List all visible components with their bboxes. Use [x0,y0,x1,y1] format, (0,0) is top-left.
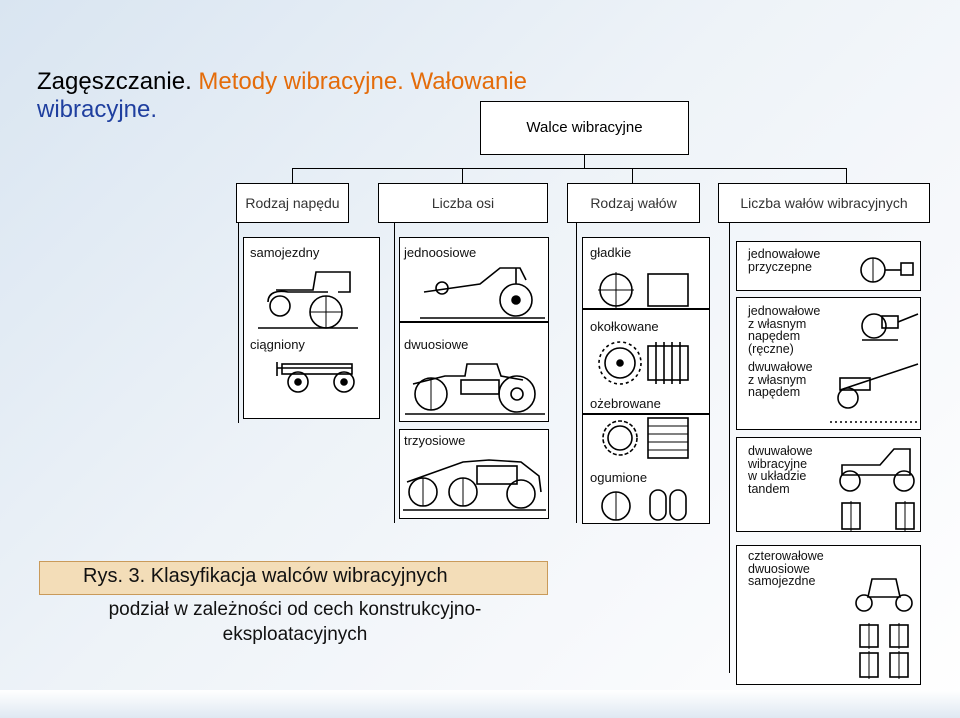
label-padfoot: okołkowane [590,319,659,334]
category-vibro-count: Liczba wałów wibracyjnych [718,183,930,223]
single-towed-vibro-sketch [860,257,914,283]
category-drive: Rodzaj napędu [236,183,349,223]
label-single-self: jednowałowe z własnym napędem (ręczne) [748,304,821,356]
label-double-axle: dwuosiowe [404,337,469,352]
figure-caption: Rys. 3. Klasyfikacja walców wibracyjnych [83,565,448,587]
towed-roller-sketch [276,362,355,393]
label-single-axle: jednoosiowe [404,245,477,260]
root-box: Walce wibracyjne [480,101,689,155]
category-rollers: Rodzaj wałów [567,183,700,223]
self-propelled-roller-sketch [258,271,358,329]
padfoot-drum-sketch [598,341,689,385]
category-axles: Liczba osi [378,183,548,223]
wire-rollers [576,223,577,523]
label-smooth: gładkie [590,245,632,260]
wire-cat-4 [846,168,847,183]
wire-cat-3 [632,168,633,183]
title-part-5: wibracyjne. [37,96,158,123]
label-four-roller: czterowałowe dwuosiowe samojezdne [748,549,824,588]
title-part-2: Metody wibracyjne. [198,68,404,95]
label-triple-axle: trzyosiowe [404,433,466,448]
caption-highlight [39,561,548,595]
label-self-propelled: samojezdny [250,245,320,260]
label-tyred: ogumione [590,470,648,485]
tyred-roller-sketch [601,489,687,521]
label-double-self: dwuwałowe z własnym napędem [748,360,813,399]
wire-root-down [584,155,585,168]
four-roller-vibro-sketch [855,578,913,679]
title-part-1: Zagęszczanie. [37,68,192,95]
label-towed: ciągniony [250,337,305,352]
label-tandem: dwuwałowe wibracyjne w układzie tandem [748,444,813,496]
figure-subcaption: podział w zależności od cech konstrukcyj… [108,599,482,645]
slide-bottom-strip [0,690,960,718]
slide-title: Zagęszczanie. Metody wibracyjne. Wałowan… [37,68,637,124]
double-self-vibro-sketch [830,363,920,423]
wire-horizontal [292,168,847,169]
wire-drive [238,223,239,423]
smooth-drum-sketch [598,272,689,308]
title-part-3: Wałowanie [410,68,528,95]
wire-cat-2 [462,168,463,183]
wire-axles [394,223,395,523]
double-axle-roller-sketch [405,363,545,415]
tandem-vibro-sketch [839,448,915,531]
label-ribbed: ożebrowane [590,396,661,411]
single-axle-roller-sketch [420,267,545,319]
wire-cat-1 [292,168,293,183]
wire-vibro [729,223,730,673]
ribbed-drum-sketch [602,417,689,459]
single-self-vibro-sketch [861,313,919,341]
label-single-towed: jednowałowe przyczepne [748,248,838,273]
triple-axle-roller-sketch [403,459,546,511]
